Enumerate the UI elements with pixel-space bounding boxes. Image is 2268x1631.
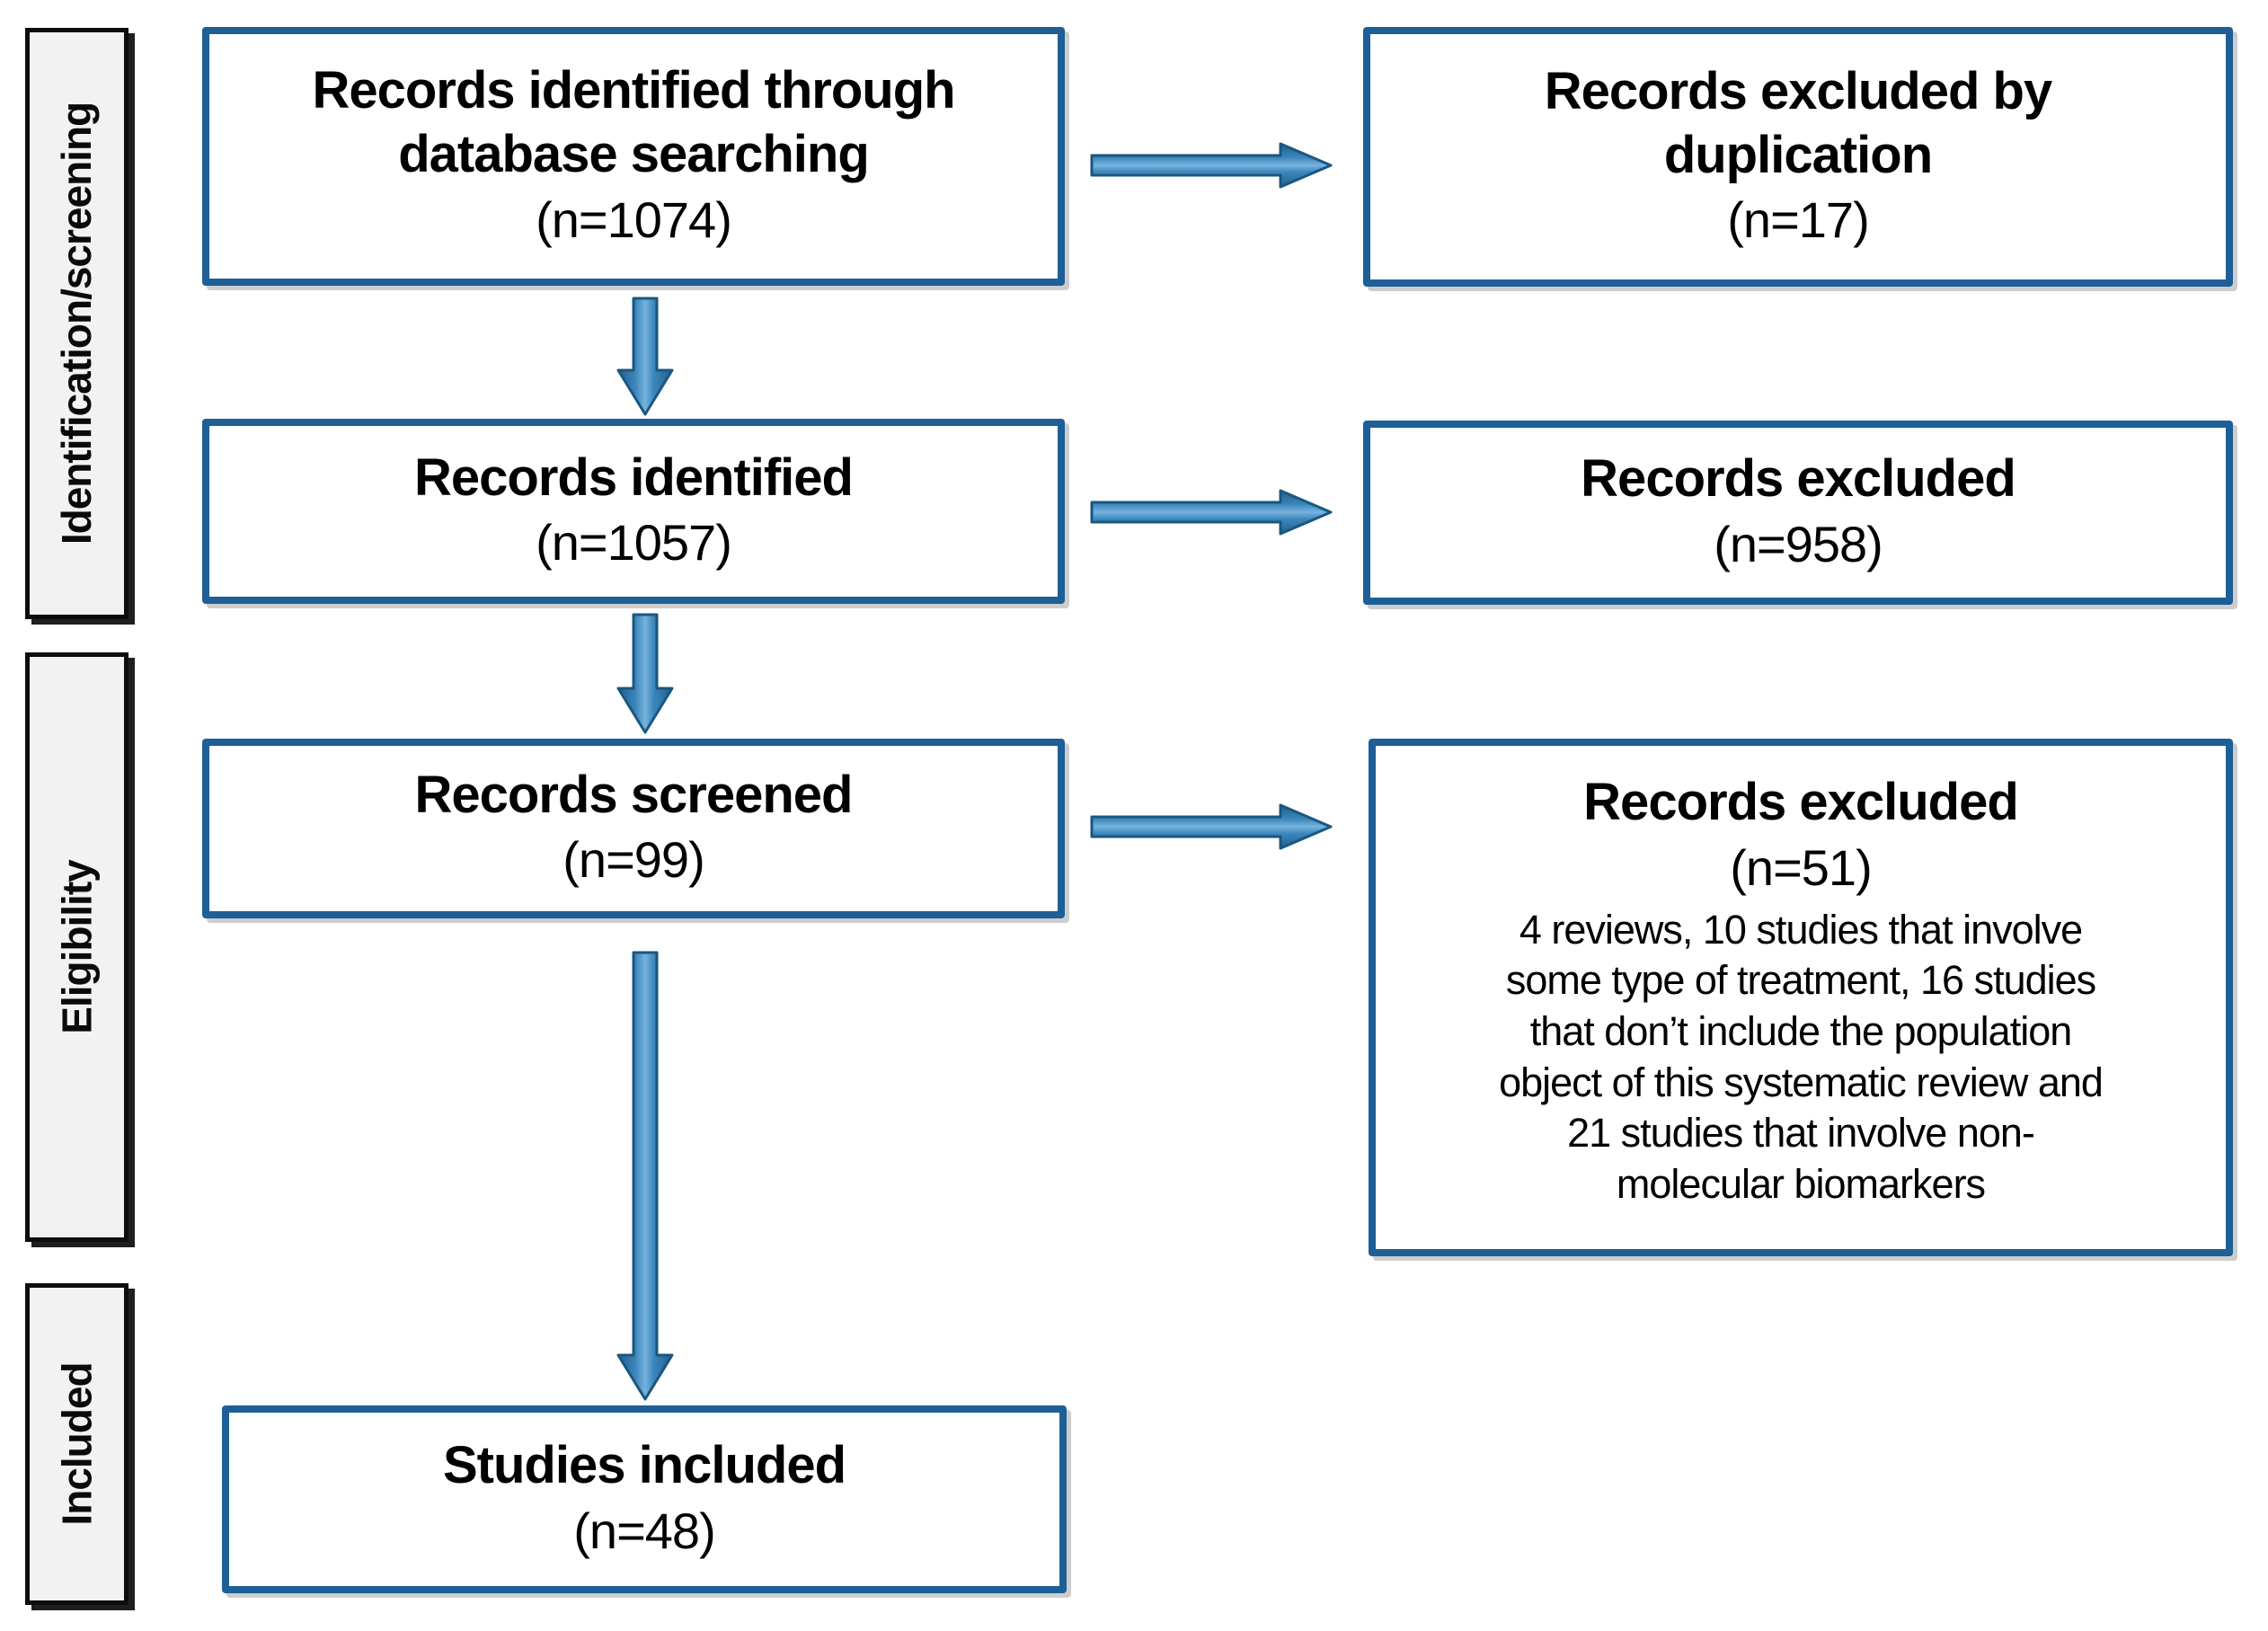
box-count: (n=1074) xyxy=(536,191,732,248)
box-title-line: Records excluded by xyxy=(1544,61,2052,120)
arrow-screened-to-excluded-eligibility xyxy=(1090,803,1333,850)
stage-label: Identification/screening xyxy=(53,102,101,545)
exclusion-reason-line: object of this systematic review and xyxy=(1499,1059,2104,1105)
box-count: (n=48) xyxy=(573,1502,715,1559)
exclusion-reasons: 4 reviews, 10 studies that involve some … xyxy=(1499,905,2104,1210)
stage-included: Included xyxy=(25,1283,128,1605)
exclusion-reason-line: molecular biomarkers xyxy=(1616,1161,1986,1208)
box-title-line: Records excluded xyxy=(1583,773,2019,831)
box-count: (n=958) xyxy=(1714,515,1883,572)
arrow-identified-db-to-excluded-duplication xyxy=(1090,142,1333,189)
box-records-identified: Records identified (n=1057) xyxy=(202,419,1065,604)
box-count: (n=1057) xyxy=(536,514,732,572)
arrow-identified-to-excluded-screening xyxy=(1090,489,1333,536)
exclusion-reason-line: 21 studies that involve non- xyxy=(1567,1110,2035,1157)
box-title-line: database searching xyxy=(398,125,870,184)
box-studies-included: Studies included (n=48) xyxy=(222,1405,1067,1593)
exclusion-reason-line: 4 reviews, 10 studies that involve xyxy=(1519,906,2083,953)
box-records-excluded-screening: Records excluded (n=958) xyxy=(1363,421,2233,605)
box-records-identified-database: Records identified through database sear… xyxy=(202,27,1065,286)
box-title-line: Records screened xyxy=(414,765,854,824)
box-title-line: Records identified xyxy=(414,448,854,507)
stage-label: Eligibility xyxy=(53,860,101,1034)
box-records-excluded-duplication: Records excluded by duplication (n=17) xyxy=(1363,27,2233,287)
exclusion-reason-line: that don’t include the population xyxy=(1529,1008,2072,1055)
box-count: (n=99) xyxy=(563,831,704,889)
box-title-line: Records identified through xyxy=(312,61,955,120)
box-title-line: duplication xyxy=(1663,125,1933,184)
box-title-line: Records excluded xyxy=(1581,449,2016,509)
stage-eligibility: Eligibility xyxy=(25,652,128,1242)
arrow-screened-to-included xyxy=(616,951,674,1401)
stage-label: Included xyxy=(53,1362,101,1526)
box-records-excluded-eligibility: Records excluded (n=51) 4 reviews, 10 st… xyxy=(1369,739,2233,1256)
box-count: (n=17) xyxy=(1727,191,1869,249)
arrow-identified-db-to-identified xyxy=(616,297,674,416)
exclusion-reason-line: some type of treatment, 16 studies xyxy=(1505,957,2096,1004)
box-records-screened: Records screened (n=99) xyxy=(202,739,1065,918)
box-count: (n=51) xyxy=(1730,838,1872,896)
stage-identification-screening: Identification/screening xyxy=(25,28,128,619)
arrow-identified-to-screened xyxy=(616,613,674,734)
box-title-line: Studies included xyxy=(442,1436,846,1495)
